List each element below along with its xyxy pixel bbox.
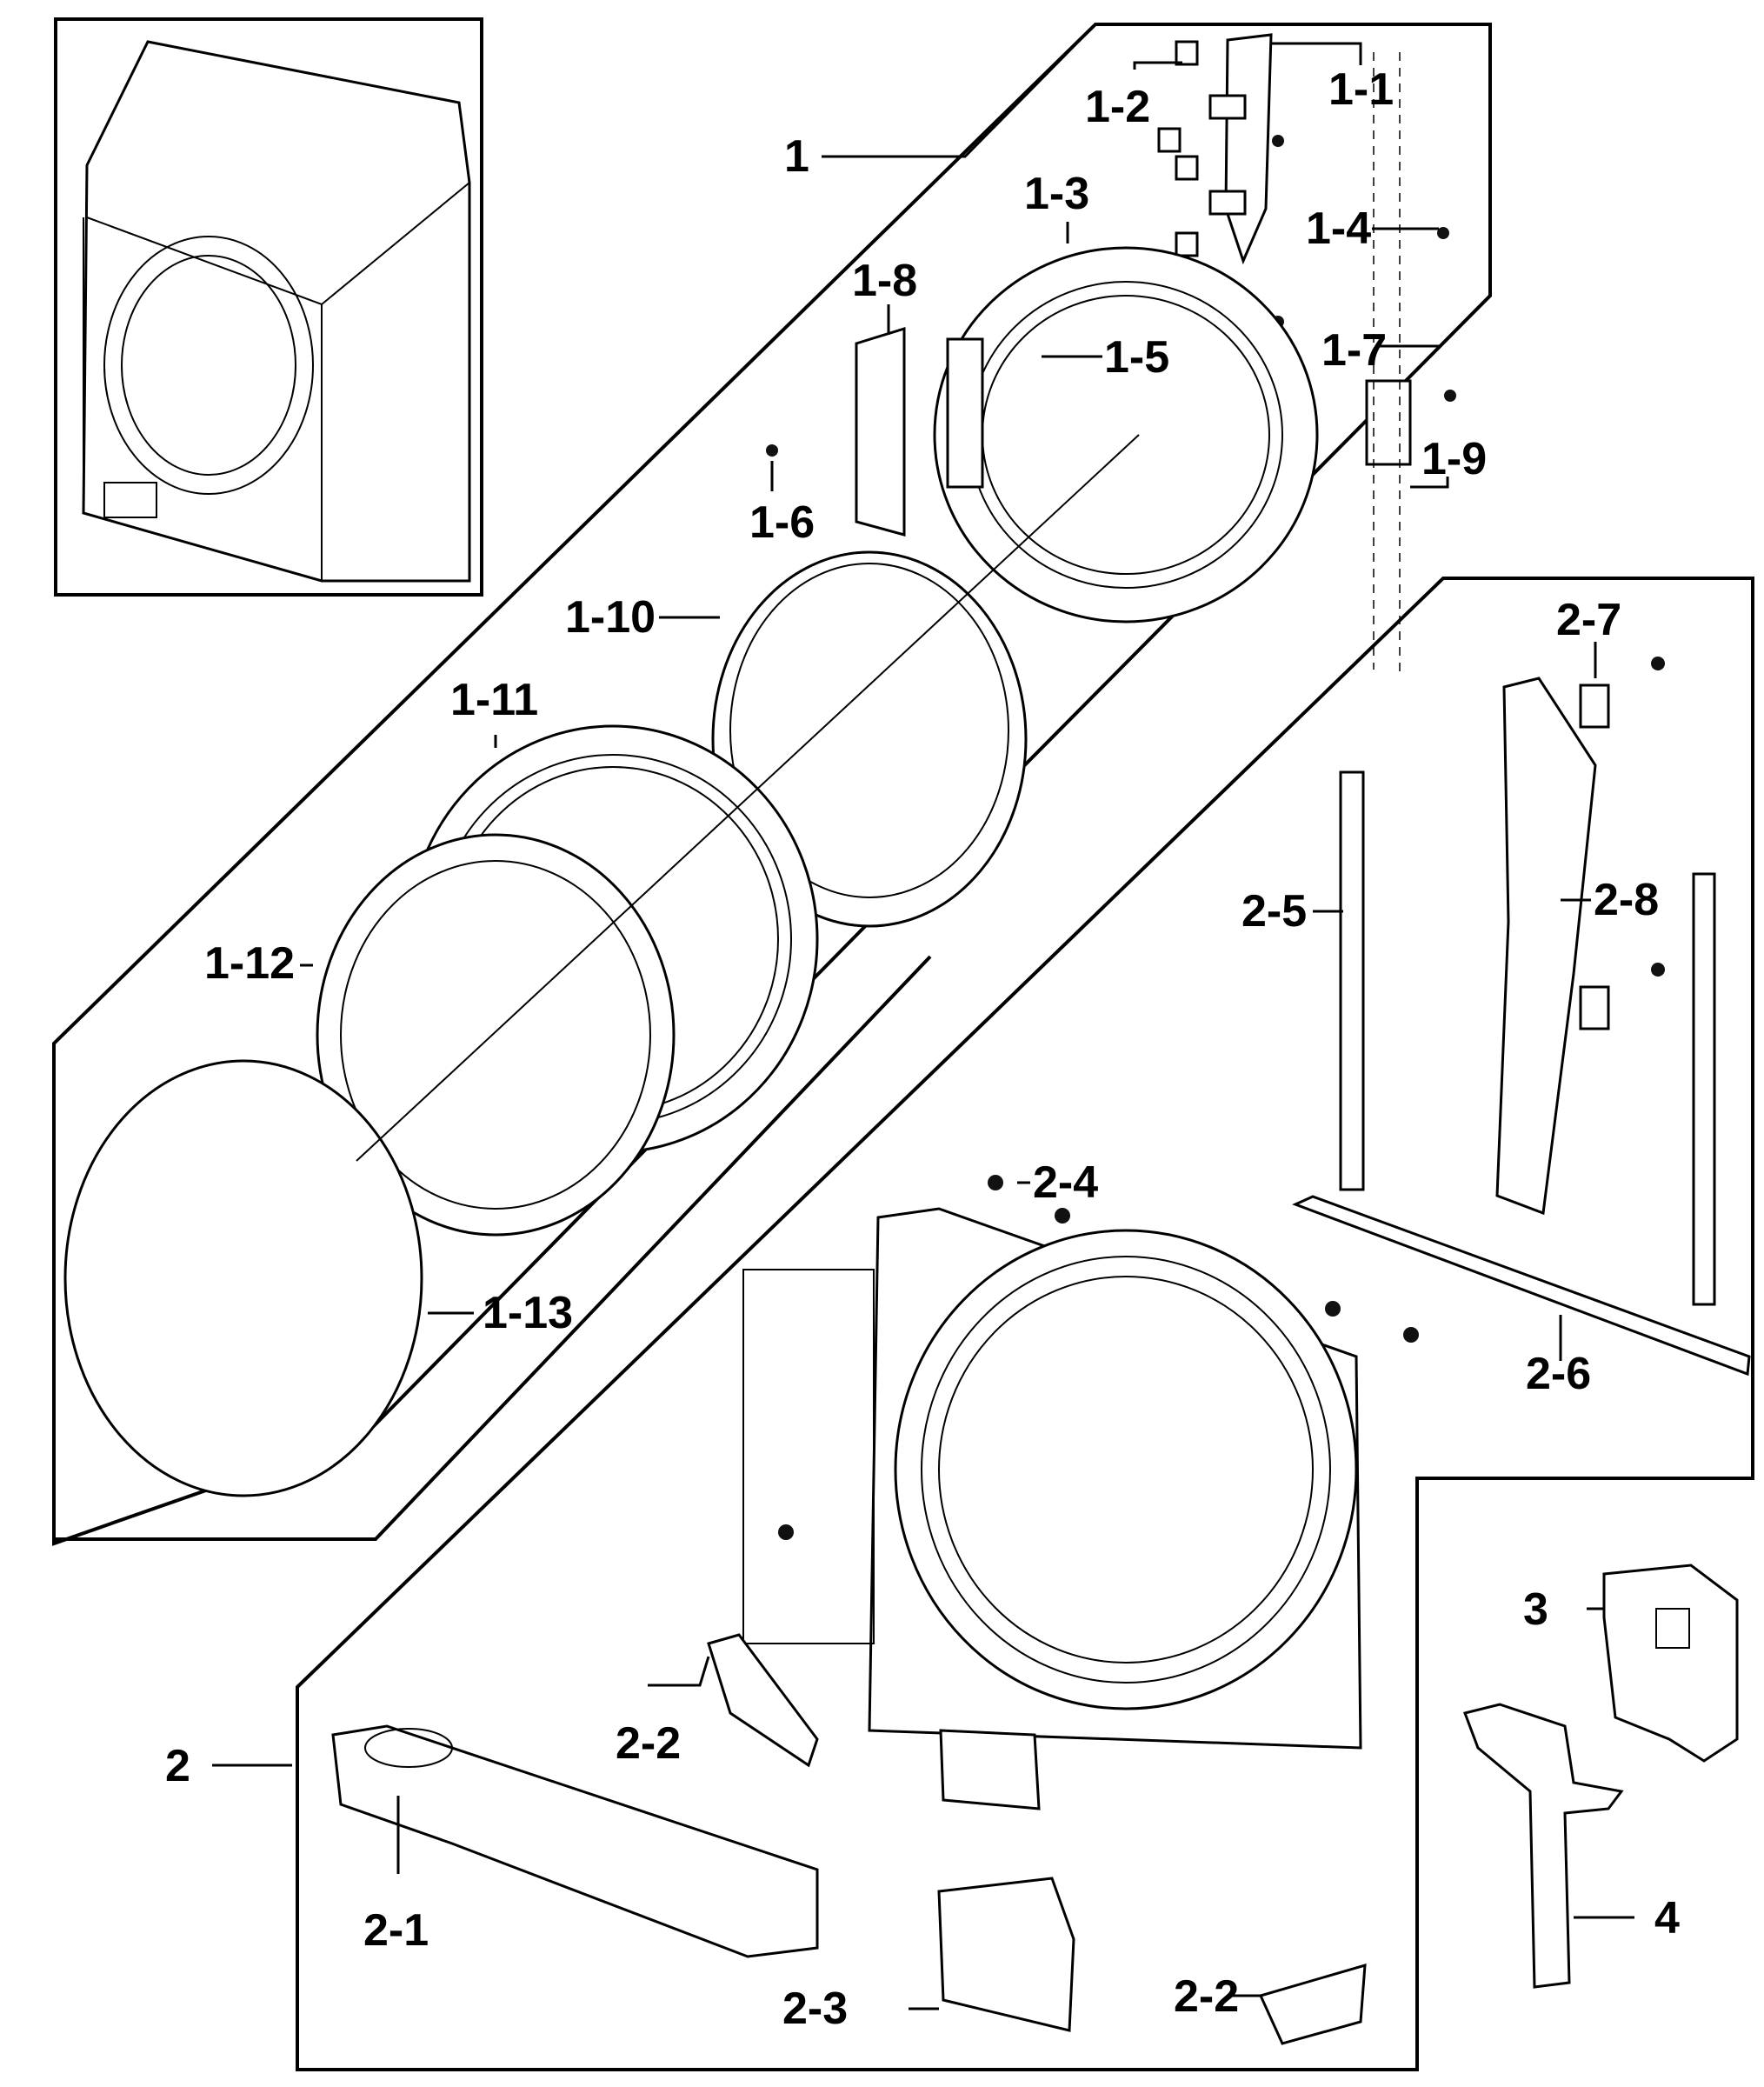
label-1-13: 1-13	[483, 1288, 573, 1338]
side-bracket-part	[1495, 657, 1665, 1216]
assembled-unit-inset	[54, 17, 483, 597]
door-trim-part	[316, 833, 676, 1237]
callout-leader-lines	[212, 23, 1634, 2010]
label-3: 3	[1523, 1584, 1548, 1635]
label-2-4: 2-4	[1033, 1157, 1098, 1208]
control-board-bracket-part	[1463, 1703, 1624, 1989]
filter-housing-part	[937, 1729, 1075, 2032]
hinge-cover-part	[707, 1633, 1367, 2045]
label-2-8: 2-8	[1594, 875, 1659, 925]
door-outer-frame-part	[933, 246, 1319, 623]
control-box-cover-part	[1602, 1564, 1739, 1763]
label-1-1: 1-1	[1328, 64, 1394, 115]
front-rail-parts	[1292, 770, 1751, 1377]
door-cover-part	[63, 1059, 423, 1497]
label-2-2-lower: 2-2	[1174, 1971, 1239, 2022]
label-2: 2	[165, 1741, 190, 1791]
label-1-8: 1-8	[852, 256, 917, 306]
label-1-7: 1-7	[1321, 325, 1387, 376]
front-panel-part	[742, 1175, 1419, 1750]
label-1-10: 1-10	[565, 592, 656, 643]
label-2-5: 2-5	[1241, 886, 1307, 937]
door-latch-part	[766, 326, 984, 537]
label-1-3: 1-3	[1024, 169, 1089, 219]
label-2-2-upper: 2-2	[616, 1718, 681, 1769]
label-2-3: 2-3	[782, 1984, 848, 2034]
label-1-9: 1-9	[1421, 434, 1487, 484]
label-4: 4	[1654, 1893, 1680, 1944]
front-panel-frame	[296, 577, 1754, 2071]
label-2-6: 2-6	[1526, 1349, 1591, 1399]
label-1-12: 1-12	[204, 938, 295, 989]
callout-labels: 1 1-1 1-2 1-3 1-4 1-5 1-6 1-7 1-8 1-9 1-…	[165, 64, 1680, 2034]
label-1-4: 1-4	[1306, 203, 1371, 254]
label-1: 1	[784, 131, 809, 182]
control-panel-part	[331, 1724, 819, 1958]
label-2-7: 2-7	[1556, 595, 1621, 645]
label-1-5: 1-5	[1104, 332, 1169, 383]
label-1-11: 1-11	[450, 675, 538, 725]
label-1-6: 1-6	[749, 497, 815, 548]
label-1-2: 1-2	[1085, 82, 1150, 132]
label-2-1: 2-1	[363, 1905, 429, 1956]
